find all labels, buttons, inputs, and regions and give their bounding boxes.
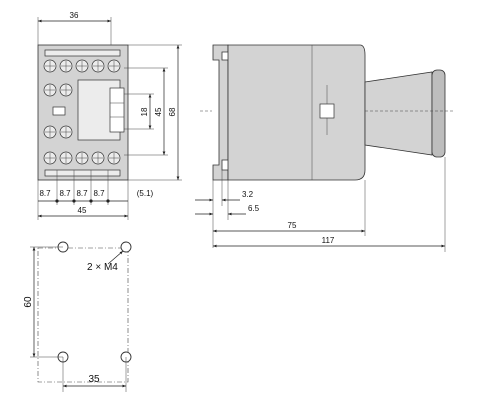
mounting-outline: [37, 247, 129, 383]
dim-hole-horizontal: 35: [88, 374, 100, 385]
dim-pitch-1: 8.7: [39, 189, 51, 198]
screw-label: 2 × M4: [87, 262, 118, 273]
actuator-head: [431, 69, 446, 158]
mounting-pattern: 2 × M4 60 35: [23, 241, 132, 392]
dim-hole-vertical: 60: [23, 296, 34, 308]
dim-rail-offset-1: 3.2: [242, 190, 254, 199]
dim-coil-inner: 18: [140, 107, 149, 116]
din-rail-clip: [212, 44, 229, 181]
front-view: 36 68 45 18 8.7 8.7 8.7 8.7 (5.1): [37, 11, 182, 220]
dim-depth-body: 75: [288, 221, 297, 230]
actuator-stem: [364, 71, 433, 156]
dim-pitch-2: 8.7: [59, 189, 71, 198]
dim-pitch-4: 8.7: [93, 189, 105, 198]
marker-label: [52, 106, 66, 116]
dim-width-top: 36: [70, 11, 79, 20]
dim-width-bottom: 45: [78, 206, 87, 215]
side-view: 3.2 6.5 75 117: [195, 44, 455, 252]
dim-depth-total: 117: [322, 236, 335, 245]
dim-rail-offset-2: 6.5: [248, 204, 260, 213]
dim-offset: (5.1): [137, 189, 154, 198]
bottom-terminals: [43, 125, 121, 177]
coil-slot: [109, 87, 125, 133]
dim-pitch-3: 8.7: [76, 189, 88, 198]
dim-coil-outer: 45: [154, 107, 163, 116]
top-terminals: [43, 49, 121, 97]
dim-height: 68: [168, 107, 177, 116]
actuator-window: [319, 103, 335, 119]
mounting-hole-top-right: [120, 241, 132, 253]
contactor-side-body: [227, 44, 366, 181]
